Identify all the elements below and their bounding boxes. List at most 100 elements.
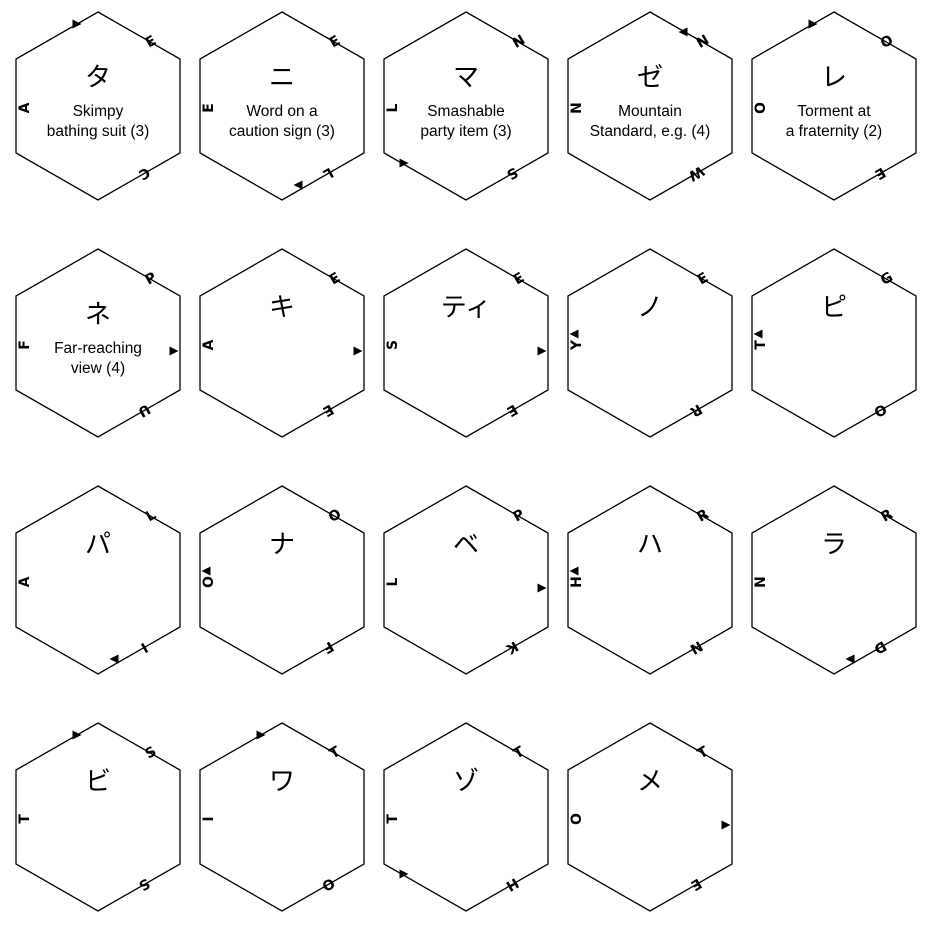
hex-kana: ビ: [85, 767, 111, 797]
hex-outline: [567, 485, 733, 675]
edge-letter-w: S: [385, 340, 401, 350]
hex-outline: [383, 485, 549, 675]
hex-outline: [567, 248, 733, 438]
edge-letter-w: T: [753, 340, 769, 350]
hex-kana: タ: [85, 63, 111, 93]
edge-letter-w: O: [201, 576, 217, 588]
edge-pointer-triangle: [293, 180, 303, 190]
edge-letter-w: F: [17, 340, 33, 350]
edge-letter-w: Y: [569, 339, 585, 351]
edge-pointer-triangle: [537, 583, 547, 593]
edge-letter-w: N: [753, 576, 769, 588]
hex-clue-line: Standard, e.g. (4): [590, 123, 711, 140]
edge-pointer-triangle: [169, 346, 179, 356]
edge-letter-w: A: [17, 102, 33, 113]
hex-outline: [383, 248, 549, 438]
edge-pointer-triangle: [753, 329, 763, 339]
edge-pointer-triangle: [109, 654, 119, 664]
hex-clue-line: Torment at: [797, 103, 871, 120]
hex-clue-line: Smashable: [427, 103, 505, 120]
edge-pointer-triangle: [569, 566, 579, 576]
edge-letter-w: E: [201, 103, 217, 113]
hex-clue-line: view (4): [71, 360, 125, 377]
hex-outline: [15, 485, 181, 675]
edge-pointer-triangle: [201, 566, 211, 576]
edge-letter-w: T: [385, 814, 401, 824]
hex-outline: [199, 248, 365, 438]
hex-outline: [751, 248, 917, 438]
hex-outline: [199, 11, 365, 201]
hex-kana: ゾ: [453, 767, 479, 797]
hex-clue-line: caution sign (3): [229, 123, 335, 140]
hex-outline: [383, 11, 549, 201]
hex-kana: ナ: [269, 530, 295, 560]
edge-letter-w: T: [17, 814, 33, 824]
hex-kana: キ: [269, 293, 295, 323]
edge-letter-w: H: [569, 576, 585, 588]
hex-kana: ネ: [85, 300, 111, 330]
hex-kana: メ: [637, 767, 663, 797]
edge-pointer-triangle: [72, 19, 82, 29]
hex-kana: ベ: [453, 530, 479, 560]
edge-pointer-triangle: [399, 158, 409, 168]
hex-outline: [199, 485, 365, 675]
edge-pointer-triangle: [721, 820, 731, 830]
edge-pointer-triangle: [808, 19, 818, 29]
edge-pointer-triangle: [569, 329, 579, 339]
edge-pointer-triangle: [256, 730, 266, 740]
hex-clue-line: Skimpy: [73, 103, 124, 120]
hex-outline: [751, 11, 917, 201]
hex-outline: [15, 722, 181, 912]
hex-outline: [567, 11, 733, 201]
hex-outline: [751, 485, 917, 675]
hex-kana: パ: [85, 530, 111, 560]
hex-clue-line: Mountain: [618, 103, 682, 120]
hex-kana: ラ: [821, 530, 847, 560]
hex-outline: [567, 722, 733, 912]
edge-letter-w: O: [753, 102, 769, 114]
edge-letter-se: W: [685, 162, 706, 184]
edge-letter-w: L: [385, 577, 401, 586]
hex-outline: [199, 722, 365, 912]
edge-pointer-triangle: [72, 730, 82, 740]
hex-outline: [383, 722, 549, 912]
edge-pointer-triangle: [678, 27, 688, 37]
edge-pointer-triangle: [537, 346, 547, 356]
hex-kana: ワ: [269, 767, 295, 797]
hex-outline: [15, 248, 181, 438]
hex-kana: ハ: [637, 530, 663, 560]
edge-pointer-triangle: [353, 346, 363, 356]
hex-kana: ニ: [269, 63, 295, 93]
hex-outline: [15, 11, 181, 201]
hex-clue-line: Far-reaching: [54, 340, 142, 357]
hex-kana: ゼ: [637, 63, 663, 93]
hex-kana: ノ: [637, 293, 663, 323]
edge-letter-w: I: [201, 816, 217, 821]
hex-clue-line: party item (3): [420, 123, 511, 140]
hex-clue-line: bathing suit (3): [47, 123, 150, 140]
edge-letter-w: O: [569, 813, 585, 825]
hex-clue-line: a fraternity (2): [786, 123, 882, 140]
edge-letter-w: L: [385, 103, 401, 112]
hex-kana: ピ: [821, 293, 847, 323]
edge-pointer-triangle: [399, 869, 409, 879]
edge-pointer-triangle: [845, 654, 855, 664]
edge-letter-w: A: [17, 576, 33, 587]
